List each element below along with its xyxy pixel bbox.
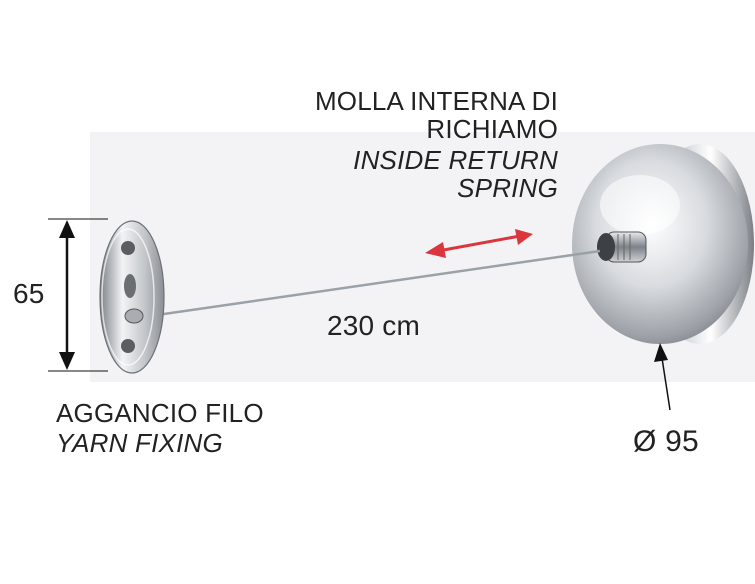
fixing-label-en: YARN FIXING [56, 428, 223, 458]
diameter-pointer [654, 343, 671, 411]
wire-outlet-knob [597, 231, 647, 263]
reel-drum [572, 144, 754, 344]
height-dimension-label: 65 [13, 278, 45, 309]
spring-label-en-line2: SPRING [457, 173, 558, 203]
return-direction-arrow [425, 229, 533, 258]
spring-label-en-line1: INSIDE RETURN [353, 145, 558, 175]
spring-label-it-line1: MOLLA INTERNA DI [314, 86, 558, 116]
wire-line [149, 249, 601, 318]
diameter-dimension-label: Ø 95 [633, 425, 699, 458]
height-dimension [48, 218, 108, 372]
length-dimension-label: 230 cm [327, 310, 421, 341]
fixing-label-it: AGGANCIO FILO [56, 398, 264, 428]
fixing-plate [99, 220, 165, 374]
spring-label-it-line2: RICHIAMO [426, 114, 558, 144]
